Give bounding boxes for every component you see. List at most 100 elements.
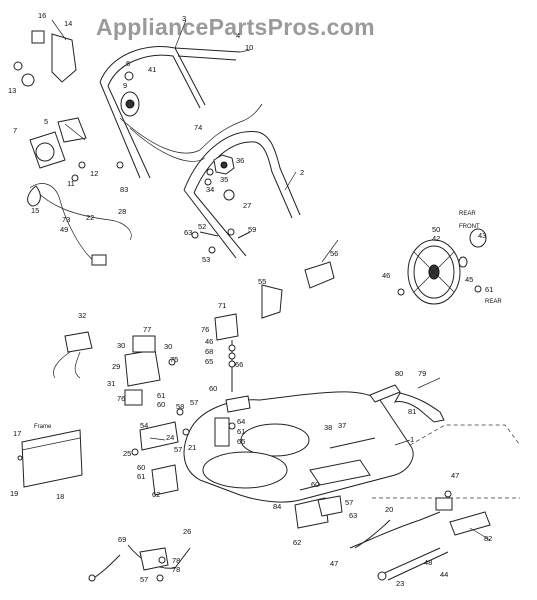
label-frame: Frame (34, 424, 52, 430)
callout-77: 77 (143, 325, 151, 334)
callout-59: 59 (248, 225, 256, 234)
callout-42: 42 (432, 234, 440, 243)
callout-66: 66 (235, 360, 243, 369)
rear-wheel (407, 228, 487, 305)
callout-32: 32 (78, 311, 86, 320)
callout-60-center: 60 (209, 384, 217, 393)
callout-83: 83 (120, 185, 128, 194)
rear-bar (369, 384, 445, 423)
bracket-stack (214, 313, 239, 392)
callout-57-bottom: 57 (140, 575, 148, 584)
callout-23: 23 (396, 579, 404, 588)
callout-55: 55 (258, 277, 266, 286)
callout-12: 12 (90, 169, 98, 178)
callout-60-lower: 60 (137, 463, 145, 472)
callout-45-wheel: 45 (465, 275, 473, 284)
callout-9: 9 (123, 81, 127, 90)
callout-25: 25 (123, 449, 131, 458)
callout-52-top: 52 (198, 222, 206, 231)
blade-brackets (294, 484, 343, 529)
callout-60-left: 60 (157, 400, 165, 409)
callout-37: 37 (338, 421, 346, 430)
frame-plate (17, 429, 83, 488)
callout-49: 49 (60, 225, 68, 234)
callout-71: 71 (218, 301, 226, 310)
throttle-control (120, 71, 140, 117)
upper-handle (99, 46, 241, 179)
callout-57-left: 57 (190, 398, 198, 407)
callout-24: 24 (166, 433, 174, 442)
callout-63-top: 63 (184, 228, 192, 237)
callout-61-wheel: 61 (485, 285, 493, 294)
knob-assembly (29, 117, 87, 169)
callout-47-bottom: 47 (330, 559, 338, 568)
callout-76-bottom: 76 (117, 394, 125, 403)
callout-78-a: 78 (172, 556, 180, 565)
callout-43: 43 (478, 231, 486, 240)
callout-7: 7 (13, 126, 17, 135)
callout-58: 58 (176, 402, 184, 411)
hardware (71, 161, 482, 296)
callout-30-right: 30 (164, 342, 172, 351)
callout-20: 20 (385, 505, 393, 514)
callout-11: 11 (67, 179, 75, 188)
callout-35: 35 (220, 175, 228, 184)
callout-27: 27 (243, 201, 251, 210)
callout-46-wheel: 46 (382, 271, 390, 280)
left-deck-parts (131, 408, 190, 496)
callout-47-top: 47 (451, 471, 459, 480)
callout-4: 4 (236, 31, 240, 40)
callout-21: 21 (188, 443, 196, 452)
wiring-harness (27, 183, 132, 266)
handle-bolts (199, 231, 251, 254)
callout-82: 82 (484, 534, 492, 543)
callout-53: 53 (202, 255, 210, 264)
callout-13: 13 (8, 86, 16, 95)
height-adjuster-brackets (261, 261, 335, 319)
control-cable (119, 103, 263, 154)
callout-10: 10 (245, 43, 253, 52)
callout-2: 2 (300, 168, 304, 177)
callout-1: 1 (410, 435, 414, 444)
center-bracket (214, 395, 251, 447)
callout-61-center: 61 (237, 427, 245, 436)
callout-15: 15 (31, 206, 39, 215)
callout-22: 22 (86, 213, 94, 222)
callout-65-stack: 65 (205, 357, 213, 366)
lower-lever-assembly (88, 544, 191, 582)
callout-26: 26 (183, 527, 191, 536)
callout-6: 6 (126, 59, 130, 68)
callout-76-top: 76 (201, 325, 209, 334)
lower-handle (183, 131, 301, 259)
callout-30-left: 30 (117, 341, 125, 350)
callout-69: 69 (118, 535, 126, 544)
callout-61-left: 61 (157, 391, 165, 400)
callout-63-right: 63 (349, 511, 357, 520)
callout-19: 19 (10, 489, 18, 498)
top-left-brackets (13, 30, 77, 87)
callout-62-right: 62 (293, 538, 301, 547)
callout-18: 18 (56, 492, 64, 501)
callout-80: 80 (395, 369, 403, 378)
callout-36: 36 (236, 156, 244, 165)
callout-57-right: 57 (345, 498, 353, 507)
callout-84: 84 (273, 502, 281, 511)
callout-38: 38 (324, 423, 332, 432)
callout-17: 17 (13, 429, 21, 438)
callout-75: 75 (170, 355, 178, 364)
callout-46-stack: 46 (205, 337, 213, 346)
callout-61-lower: 61 (137, 472, 145, 481)
leader-lines (51, 19, 491, 541)
callout-44: 44 (440, 570, 448, 579)
callout-28: 28 (118, 207, 126, 216)
callout-74: 74 (194, 123, 202, 132)
callout-64: 64 (237, 417, 245, 426)
callout-16: 16 (38, 11, 46, 20)
callout-41: 41 (148, 65, 156, 74)
callout-57-mid: 57 (174, 445, 182, 454)
callout-81: 81 (408, 407, 416, 416)
adjuster-rods (349, 490, 491, 581)
callout-29: 29 (112, 362, 120, 371)
callout-34: 34 (206, 185, 214, 194)
